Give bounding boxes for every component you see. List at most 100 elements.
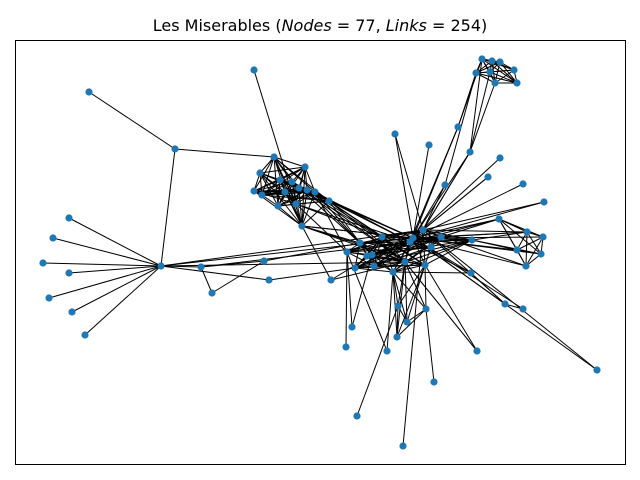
graph-node <box>256 169 264 177</box>
graph-edge <box>392 271 427 310</box>
graph-edge <box>259 166 306 174</box>
title-nodes-label: Nodes <box>282 16 332 35</box>
graph-node <box>496 154 504 162</box>
graph-node <box>342 343 350 351</box>
graph-edge <box>412 237 518 251</box>
graph-edge <box>422 184 446 231</box>
graph-node <box>393 333 401 341</box>
graph-node <box>401 258 409 266</box>
graph-edge <box>386 271 394 352</box>
graph-node <box>370 262 378 270</box>
graph-node <box>311 188 319 196</box>
graph-node <box>466 148 474 156</box>
graph-edge <box>394 133 414 239</box>
title-equals-2: = <box>427 16 451 35</box>
graph-node <box>351 264 359 272</box>
graph-edge <box>412 151 471 239</box>
graph-node <box>523 228 531 236</box>
graph-node <box>421 261 429 269</box>
graph-edge <box>84 265 162 336</box>
graph-edge <box>397 264 426 307</box>
nodes-layer <box>39 55 601 450</box>
graph-edge <box>396 264 426 338</box>
graph-edge <box>68 265 162 274</box>
graph-node <box>250 187 258 195</box>
graph-edge <box>301 225 332 281</box>
graph-node <box>467 269 475 277</box>
graph-edge <box>471 239 518 251</box>
graph-edge <box>268 267 356 281</box>
title-equals-1: = <box>332 16 356 35</box>
graph-node <box>513 79 521 87</box>
graph-node <box>281 188 289 196</box>
graph-edge <box>373 236 383 267</box>
graph-node <box>537 250 545 258</box>
graph-node <box>430 378 438 386</box>
graph-node <box>454 123 462 131</box>
graph-node <box>325 197 333 205</box>
graph-node <box>510 66 518 74</box>
graph-edge <box>471 231 528 241</box>
graph-edge <box>381 236 473 241</box>
graph-node <box>473 347 481 355</box>
graph-node <box>486 68 494 76</box>
graph-node <box>197 263 205 271</box>
graph-node <box>363 252 371 260</box>
title-nodes-value: 77 <box>355 16 375 35</box>
title-suffix: ) <box>481 16 487 35</box>
graph-edge <box>253 179 281 192</box>
graph-node <box>260 257 268 265</box>
graph-node <box>208 289 216 297</box>
graph-edge <box>211 260 265 294</box>
graph-edge <box>392 239 473 273</box>
graph-edge <box>406 264 426 323</box>
graph-node <box>81 331 89 339</box>
graph-edge <box>314 191 348 253</box>
graph-edge <box>346 229 424 253</box>
graph-edge <box>261 181 293 196</box>
graph-edge <box>412 183 524 239</box>
graph-node <box>265 276 273 284</box>
graph-edge <box>279 166 306 181</box>
graph-node <box>478 55 486 63</box>
graph-edge <box>301 189 308 227</box>
title-comma: , <box>376 16 386 35</box>
graph-edge <box>52 237 162 267</box>
graph-node <box>250 66 258 74</box>
graph-edge <box>475 61 501 74</box>
graph-edge <box>304 166 308 191</box>
title-links-label: Links <box>386 16 427 35</box>
graph-edge <box>498 218 542 255</box>
graph-node <box>593 366 601 374</box>
graph-node <box>468 236 476 244</box>
graph-node <box>157 262 165 270</box>
figure-title: Les Miserables (Nodes = 77, Links = 254) <box>153 16 488 35</box>
graph-node <box>49 234 57 242</box>
graph-edge <box>469 82 496 153</box>
graph-node <box>301 163 309 171</box>
graph-edge <box>525 231 528 267</box>
graph-edge <box>356 305 399 417</box>
graph-edge <box>469 58 483 153</box>
graph-edge <box>394 133 424 231</box>
graph-edge <box>409 241 472 274</box>
graph-edge <box>409 218 500 243</box>
graph-node <box>496 58 504 66</box>
graph-edge <box>392 271 472 274</box>
graph-edge <box>424 264 478 352</box>
graph-edge <box>525 236 544 267</box>
graph-edge <box>68 217 162 267</box>
graph-edge <box>273 156 306 168</box>
graph-edge <box>298 187 361 244</box>
graph-node <box>353 412 361 420</box>
graph-node <box>501 300 509 308</box>
graph-node <box>403 318 411 326</box>
graph-node <box>45 294 53 302</box>
graph-node <box>383 347 391 355</box>
graph-edge <box>48 265 162 299</box>
graph-edge <box>346 236 383 253</box>
graph-node <box>65 269 73 277</box>
graph-edge <box>261 179 281 196</box>
graph-node <box>298 222 306 230</box>
